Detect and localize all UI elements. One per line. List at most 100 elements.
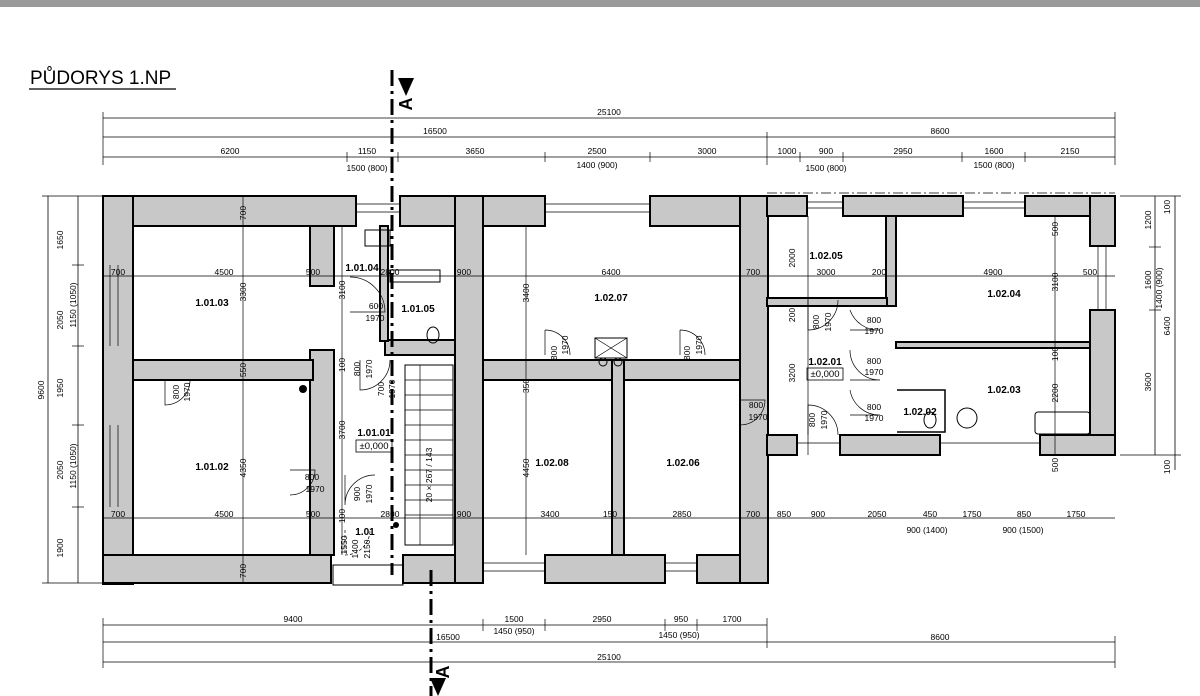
dim-interior-vertical: 100 [337,509,347,523]
dim-interior-vertical: 700 [238,206,248,220]
interior-dimensions: 700 4500 500 2800 900 6400 700 3000 200 … [111,206,1097,578]
dim-interior: 3000 [817,267,836,277]
dim-interior-vertical: 200 [787,308,797,322]
dim-top: 3650 [466,146,485,156]
dim-window-top: 1500 (800) [346,163,387,173]
fixtures [299,229,1091,586]
dim-interior-vertical: 700 [238,564,248,578]
dim-left-outer: 9600 [36,380,46,399]
dim-top: 2950 [894,146,913,156]
stair-label: 20 × 267 / 143 [424,447,434,502]
door-height: 1970 [823,312,833,331]
door-width: 800 [867,356,881,366]
room-label: 1.02.04 [987,289,1021,300]
door-width: 800 [682,346,692,360]
dim-interior: 2850 [673,509,692,519]
dim-bottom-window: 1450 (950) [658,630,699,640]
door-width: 800 [171,385,181,399]
dim-right-block-top: 8600 [931,126,950,136]
top-bar [0,0,1200,7]
dim-interior: 700 [746,509,760,519]
door-width: 800 [549,346,559,360]
dim-right-small: 100 [1162,200,1172,214]
dim-right-outer: 6400 [1162,316,1172,335]
dim-window-top: 1400 (900) [576,160,617,170]
door-height: 1970 [865,326,884,336]
dim-bottom: 1700 [723,614,742,624]
interior-dimension-lines [103,196,1115,583]
room-labels: 1.01.03 1.01.04 1.01.05 1.01.02 1.01.01 … [195,251,1021,538]
door-height: 1970 [749,412,768,422]
door-width: 800 [352,362,362,376]
room-level: ±0,000 [360,441,389,452]
dim-top: 1600 [985,146,1004,156]
dim-bottom: 1500 [505,614,524,624]
dim-interior: 1750 [963,509,982,519]
room-label: 1.01.01 [357,428,391,439]
door-height: 1970 [364,484,374,503]
door-swings [164,276,881,556]
dim-right: 1200 [1143,210,1153,229]
dim-interior: 6400 [602,267,621,277]
dim-interior: 850 [777,509,791,519]
room-label: 1.01.03 [195,298,229,309]
room-label: 1.02.01 [808,357,842,368]
level-box [355,439,393,453]
level-box [806,367,844,381]
dim-left: 2050 [55,310,65,329]
dim-interior: 150 [603,509,617,519]
dim-interior: 4500 [215,509,234,519]
door-width: 700 [376,382,386,396]
dim-interior-vertical: 4350 [238,458,248,477]
room-label: 1.02.06 [666,458,700,469]
dim-interior: 500 [306,267,320,277]
dim-interior-vertical: 100 [337,358,347,372]
dim-left: 1650 [55,230,65,249]
door-height: 1970 [819,410,829,429]
dim-interior-vertical: 3400 [521,283,531,302]
dim-bottom: 2950 [593,614,612,624]
door-height: 1970 [560,335,570,354]
dim-interior: 200 [872,267,886,277]
dim-right: 1600 [1143,270,1153,289]
room-label: 1.02.03 [987,385,1021,396]
windows [109,192,1115,572]
dim-left-window: 1150 (1050) [68,443,78,488]
dim-interior-vertical: 550 [238,363,248,377]
dim-interior-vertical: 4450 [521,458,531,477]
room-label: 1.01.05 [401,304,435,315]
dim-interior-vertical: 3100 [1050,272,1060,291]
door-height: 2150 [362,539,372,558]
drawing-title: PŮDORYS 1.NP [30,67,171,89]
dim-bottom: 9400 [284,614,303,624]
door-height: 1970 [387,379,397,398]
bottom-dimension-chains: 9400 1500 2950 950 1700 1450 (950) 1450 … [102,614,1116,668]
door-height: 1970 [364,359,374,378]
dim-top: 3000 [698,146,717,156]
dim-interior: 2800 [381,509,400,519]
dim-left-window: 1150 (1050) [68,282,78,327]
door-width: 800 [749,400,763,410]
dim-interior: 700 [111,267,125,277]
dim-interior: 900 [811,509,825,519]
dim-interior-vertical: 500 [1050,222,1060,236]
dim-interior: 900 [457,267,471,277]
dim-overall-top: 25100 [597,107,621,117]
dim-bottom-right-block: 8600 [931,632,950,642]
dim-right-small: 100 [1162,460,1172,474]
door-width: 600 [369,301,383,311]
door-height: 1970 [182,382,192,401]
dim-bottom-window: 1450 (950) [493,626,534,636]
section-arrow-icon [430,678,446,696]
dim-window-top: 1500 (800) [805,163,846,173]
room-label: 1.02.07 [594,293,628,304]
door-width: 800 [867,402,881,412]
door-width: 800 [807,413,817,427]
dim-interior-vertical: 1550 [339,535,349,554]
dim-interior-vertical: 100 [1050,347,1060,361]
door-labels: 800 1970 800 1970 600 1970 800 1970 700 … [171,301,884,558]
right-dimension-chains: 6400 1200 1600 3600 1400 (900) 100 100 [1120,195,1181,474]
room-label: 1.01 [355,527,375,538]
door-width: 800 [811,315,821,329]
